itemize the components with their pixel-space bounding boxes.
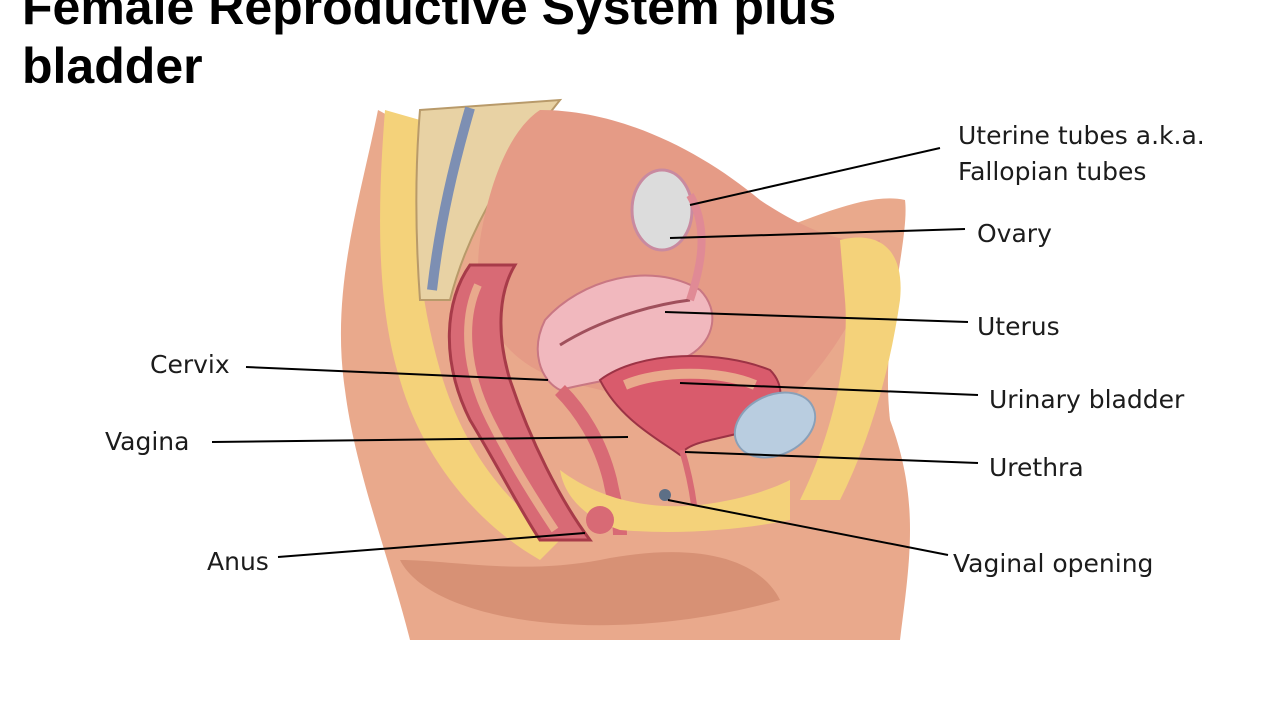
uterine-cavity [559, 298, 691, 347]
pubic-symphysis [733, 391, 817, 459]
rectum [447, 263, 593, 542]
leader-urinary-bladder [679, 382, 979, 396]
perineal-fat [560, 470, 790, 532]
label-cervix: Cervix [150, 350, 230, 379]
label-anus: Anus [207, 547, 269, 576]
label-uterine-tubes-line-2: Fallopian tubes [958, 157, 1147, 186]
urethra-shape [679, 449, 697, 506]
rectum-lumen [464, 283, 559, 533]
vaginal-opening-shape [659, 489, 671, 501]
anterior-fat-layer [800, 237, 901, 500]
label-urethra: Urethra [989, 453, 1084, 482]
slide-title: Female Reproductive System plus bladder [22, 0, 1022, 96]
ovary-shape [630, 168, 694, 252]
leader-uterine-tubes [689, 147, 941, 206]
label-uterus: Uterus [977, 312, 1060, 341]
fallopian-tube-shape [686, 193, 706, 302]
title-line-2: bladder [22, 38, 203, 94]
leader-cervix [245, 366, 549, 381]
label-vaginal-opening: Vaginal opening [953, 549, 1154, 578]
leader-vagina [211, 436, 629, 443]
bladder-lumen [623, 368, 757, 390]
label-urinary-bladder: Urinary bladder [989, 385, 1185, 414]
back-fat-layer [380, 110, 560, 560]
thigh-shadow [400, 552, 780, 626]
leader-ovary [669, 228, 966, 239]
leader-urethra [684, 451, 979, 464]
label-vagina: Vagina [105, 427, 190, 456]
spinal-canal [427, 106, 475, 291]
label-uterine-tubes: Uterine tubes a.k.a. Fallopian tubes [958, 118, 1205, 190]
label-ovary: Ovary [977, 219, 1052, 248]
label-uterine-tubes-line-1: Uterine tubes a.k.a. [958, 121, 1205, 150]
leader-uterus [664, 311, 969, 323]
anus-shape [586, 506, 614, 534]
title-line-1: Female Reproductive System plus [22, 0, 837, 35]
leader-vaginal-opening [667, 499, 949, 556]
leader-anus [277, 532, 586, 558]
